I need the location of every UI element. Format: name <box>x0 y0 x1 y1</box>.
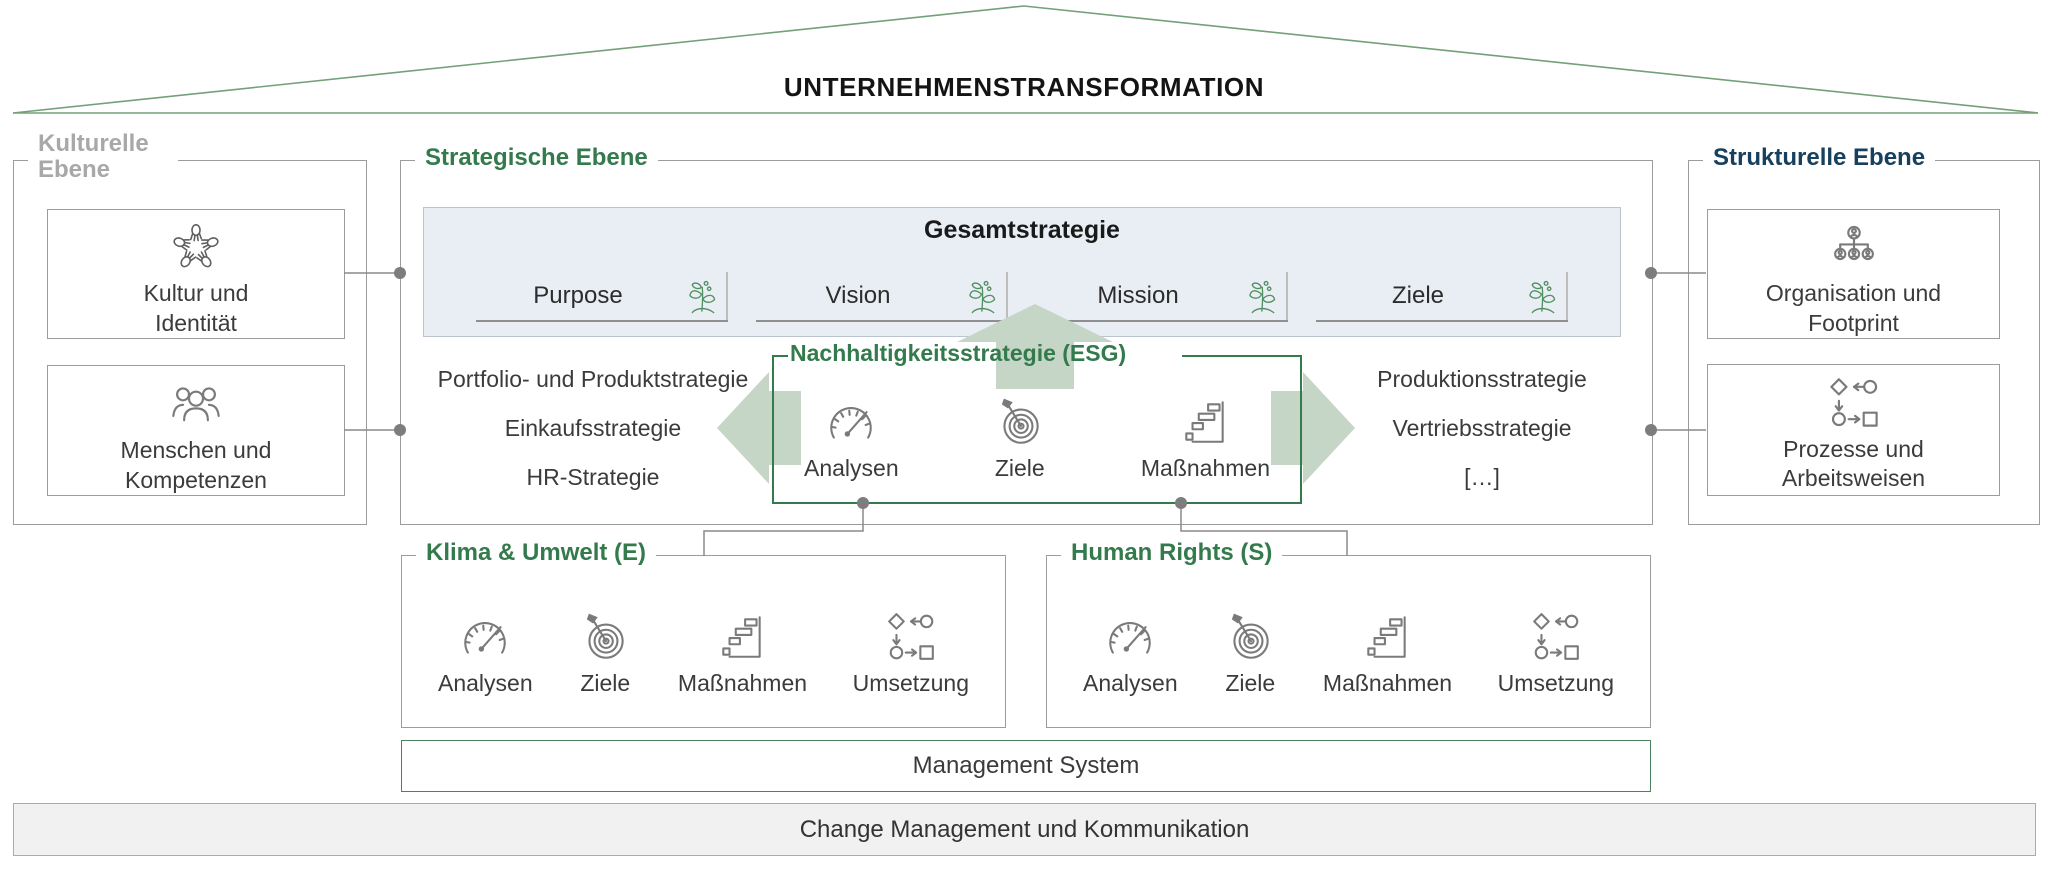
sprout-icon <box>1520 272 1568 320</box>
structural-level-label: Strukturelle Ebene <box>1703 144 1936 172</box>
sustainability-strategy-label: Nachhaltigkeitsstrategie (ESG) <box>790 340 1127 366</box>
culture-identity-box: Kultur und Identität <box>47 209 345 339</box>
sprout-icon <box>680 272 728 320</box>
vision-item: Vision <box>756 272 1008 322</box>
list-item: Vertriebsstrategie <box>1392 415 1572 441</box>
mission-label: Mission <box>1097 282 1179 309</box>
hands-together-icon <box>164 220 228 275</box>
goals-item: Ziele <box>1316 272 1568 322</box>
list-item: […] <box>1464 464 1500 490</box>
vision-label: Vision <box>825 282 891 309</box>
hr-step-analyses: Analysen <box>1083 610 1178 697</box>
esg-step-measures: Maßnahmen <box>1141 395 1270 482</box>
process-flow-icon <box>1529 610 1583 664</box>
strategic-level-section: Strategische Ebene Gesamtstrategie Purpo… <box>400 144 1653 525</box>
target-icon <box>993 395 1047 449</box>
gauge-icon <box>1103 610 1157 664</box>
gantt-icon <box>1178 395 1232 449</box>
processes-label: Prozesse und Arbeitsweisen <box>1781 436 1926 492</box>
overall-strategy-title: Gesamtstrategie <box>924 216 1120 244</box>
social-steps: Analysen Ziele Maßnahmen Umsetzung <box>1047 610 1650 697</box>
process-flow-icon <box>1825 375 1883 431</box>
hr-step-implementation: Umsetzung <box>1498 610 1614 697</box>
people-competencies-label: Menschen und Kompetenzen <box>120 437 272 493</box>
organisation-footprint-label: Organisation und Footprint <box>1765 280 1942 336</box>
env-step-implementation: Umsetzung <box>853 610 969 697</box>
goals-label: Ziele <box>1391 282 1445 309</box>
environment-steps: Analysen Ziele Maßnahmen Umsetzung <box>402 610 1005 697</box>
list-item: Portfolio- und Produktstrategie <box>437 366 749 392</box>
env-step-goals: Ziele <box>578 610 632 697</box>
org-chart-icon <box>1823 220 1885 275</box>
list-item: Produktionsstrategie <box>1377 366 1587 392</box>
env-step-analyses: Analysen <box>438 610 533 697</box>
management-system-box: Management System <box>401 740 1651 792</box>
cultural-level-section: Kulturelle Ebene Kultur und Identität Me… <box>13 130 367 525</box>
gantt-icon <box>1360 610 1414 664</box>
culture-identity-label: Kultur und Identität <box>143 280 249 336</box>
sustainability-strategy-box: Nachhaltigkeitsstrategie (ESG) Analysen … <box>772 340 1302 504</box>
cultural-level-label: Kulturelle Ebene <box>28 130 178 184</box>
overall-strategy-items: Purpose Vision Mission Ziele <box>424 272 1620 322</box>
purpose-label: Purpose <box>533 282 623 309</box>
human-rights-label: Human Rights (S) <box>1061 539 1283 567</box>
esg-step-goals: Ziele <box>993 395 1047 482</box>
human-rights-section: Human Rights (S) Analysen Ziele Maßnahme… <box>1046 539 1651 728</box>
left-strategies-list: Portfolio- und Produktstrategie Einkaufs… <box>409 355 777 502</box>
purpose-item: Purpose <box>476 272 728 322</box>
list-item: HR-Strategie <box>526 464 660 490</box>
people-group-icon <box>165 376 227 432</box>
change-management-label: Change Management und Kommunikation <box>799 815 1250 843</box>
env-step-measures: Maßnahmen <box>678 610 807 697</box>
processes-box: Prozesse und Arbeitsweisen <box>1707 364 2000 496</box>
hr-step-measures: Maßnahmen <box>1323 610 1452 697</box>
hr-step-goals: Ziele <box>1223 610 1277 697</box>
structural-level-section: Strukturelle Ebene Organisation und Foot… <box>1688 144 2040 525</box>
organisation-footprint-box: Organisation und Footprint <box>1707 209 2000 339</box>
process-flow-icon <box>884 610 938 664</box>
gauge-icon <box>824 395 878 449</box>
strategic-level-label: Strategische Ebene <box>415 144 658 172</box>
target-icon <box>578 610 632 664</box>
list-item: Einkaufsstrategie <box>504 415 682 441</box>
people-competencies-box: Menschen und Kompetenzen <box>47 365 345 496</box>
target-icon <box>1223 610 1277 664</box>
climate-environment-label: Klima & Umwelt (E) <box>416 539 657 567</box>
change-management-bar: Change Management und Kommunikation <box>13 803 2036 856</box>
sprout-icon <box>960 272 1008 320</box>
gantt-icon <box>715 610 769 664</box>
page-title: UNTERNEHMENSTRANSFORMATION <box>783 72 1265 102</box>
climate-environment-section: Klima & Umwelt (E) Analysen Ziele Maßnah… <box>401 539 1006 728</box>
esg-step-analyses: Analysen <box>804 395 899 482</box>
right-strategies-list: Produktionsstrategie Vertriebsstrategie … <box>1302 355 1662 502</box>
gauge-icon <box>458 610 512 664</box>
esg-steps: Analysen Ziele Maßnahmen <box>774 395 1300 482</box>
mission-item: Mission <box>1036 272 1288 322</box>
management-system-label: Management System <box>912 752 1140 779</box>
sprout-icon <box>1240 272 1288 320</box>
overall-strategy-box: Gesamtstrategie Purpose Vision Mission Z… <box>423 207 1621 337</box>
